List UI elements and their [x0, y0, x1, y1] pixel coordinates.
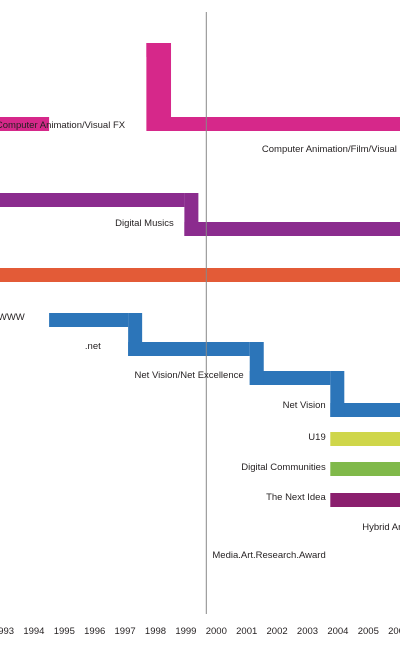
x-tick-label: 1993 [0, 626, 14, 637]
category-label: Digital Musics [115, 218, 174, 229]
category-label: Computer Animation/Visual FX [0, 120, 126, 131]
x-tick-label: 2000 [206, 626, 227, 637]
x-tick-label: 1995 [54, 626, 75, 637]
timeline-segment-yellow_green-0 [330, 432, 400, 446]
x-tick-label: 1996 [84, 626, 105, 637]
timeline-step-blue-1 [128, 313, 143, 356]
x-tick-label: 2003 [297, 626, 318, 637]
x-tick-label: 2006 [388, 626, 400, 637]
x-axis-ticks: 1993 1994 1995 1996 1997 1998 1999 2000 2001 2002… [0, 626, 400, 637]
category-label: WWW [0, 312, 25, 323]
category-label: Hybrid Art [362, 522, 400, 533]
x-tick-label: 2004 [327, 626, 348, 637]
timeline-step-magenta-1 [146, 43, 161, 131]
timeline-segment-purple-1 [184, 222, 400, 236]
category-label: U19 [308, 432, 325, 443]
timeline-segment-blue-0 [49, 313, 129, 327]
category-label: .net [85, 341, 101, 352]
timeline-segment-purple-0 [0, 193, 185, 207]
x-tick-label: 1998 [145, 626, 166, 637]
timeline-segment-blue-3 [330, 403, 400, 417]
x-tick-label: 1994 [23, 626, 44, 637]
timeline-segment-blue-1 [128, 342, 250, 356]
x-tick-label: 1999 [175, 626, 196, 637]
timeline-step-blue-3 [330, 371, 345, 417]
timeline-segment-magenta-2 [157, 117, 400, 131]
x-tick-label: 2002 [267, 626, 288, 637]
timeline-segment-green-0 [330, 462, 400, 476]
timeline-bars [0, 43, 400, 507]
timeline-step-purple-1 [184, 193, 199, 236]
x-tick-label: 1997 [115, 626, 136, 637]
x-tick-label: 2001 [236, 626, 257, 637]
category-label: Net Vision [283, 400, 326, 411]
category-label: Computer Animation/Film/Visual Effects [262, 144, 400, 155]
category-label: The Next Idea [266, 492, 326, 503]
category-label: Media.Art.Research.Award [212, 550, 325, 561]
timeline-segment-magenta-0 [0, 117, 50, 131]
timeline-step-magenta-2 [157, 43, 172, 131]
timeline-segment-plum-0 [330, 493, 400, 507]
category-label: Digital Communities [241, 462, 326, 473]
x-tick-label: 2005 [358, 626, 379, 637]
timeline-step-blue-2 [249, 342, 264, 385]
category-label: Net Vision/Net Excellence [135, 370, 244, 381]
category-labels: Computer Animation/Visual FX Computer Ani… [0, 120, 400, 561]
timeline-segment-blue-2 [249, 371, 331, 385]
timeline-segment-orange-0 [0, 268, 400, 282]
